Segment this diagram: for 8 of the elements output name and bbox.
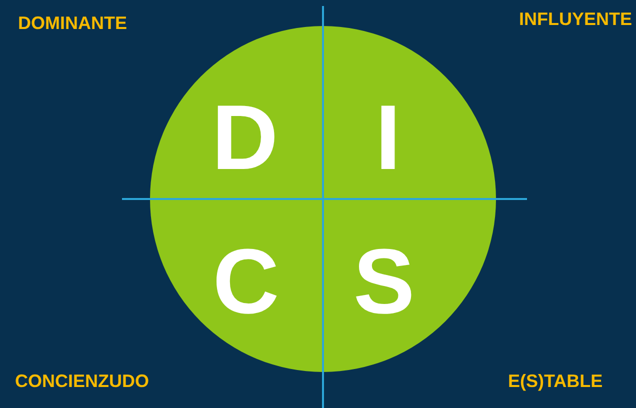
quadrant-label: DOMINANTE <box>18 14 127 32</box>
quadrant-letter: S <box>353 236 415 328</box>
quadrant-letter: I <box>375 92 401 184</box>
quadrant-label: CONCIENZUDO <box>15 372 149 390</box>
quadrant-letter: C <box>212 236 280 328</box>
quadrant-label: E(S)TABLE <box>508 372 603 390</box>
quadrant-label: INFLUYENTE <box>518 10 632 28</box>
quadrant-letter: D <box>212 92 278 184</box>
